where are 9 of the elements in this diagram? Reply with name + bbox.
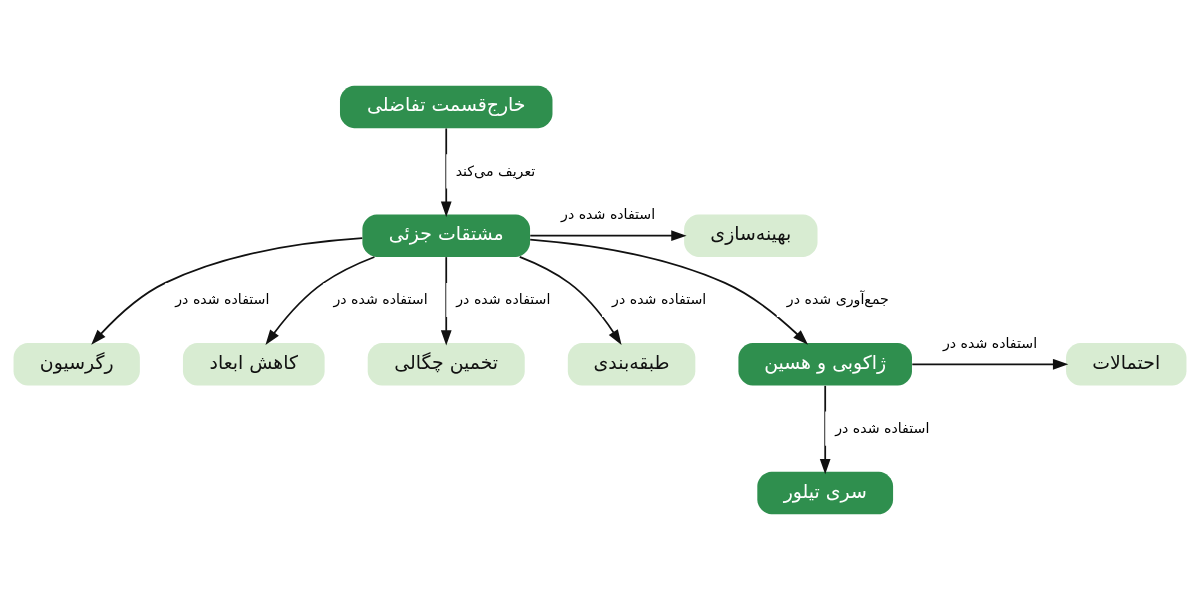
- edge-label: جمع‌آوری شده در: [786, 291, 889, 308]
- edge-label: استفاده شده در: [942, 334, 1038, 351]
- edge-label: استفاده شده در: [456, 291, 551, 308]
- edge-label: استفاده شده در: [561, 206, 656, 223]
- edge-label: استفاده شده در: [612, 291, 707, 308]
- edge-label: تعریف می‌کند: [455, 162, 536, 179]
- edge-label: استفاده شده در: [333, 291, 428, 308]
- edge-label: استفاده شده در: [175, 291, 270, 308]
- edge-label: استفاده شده در: [835, 419, 930, 436]
